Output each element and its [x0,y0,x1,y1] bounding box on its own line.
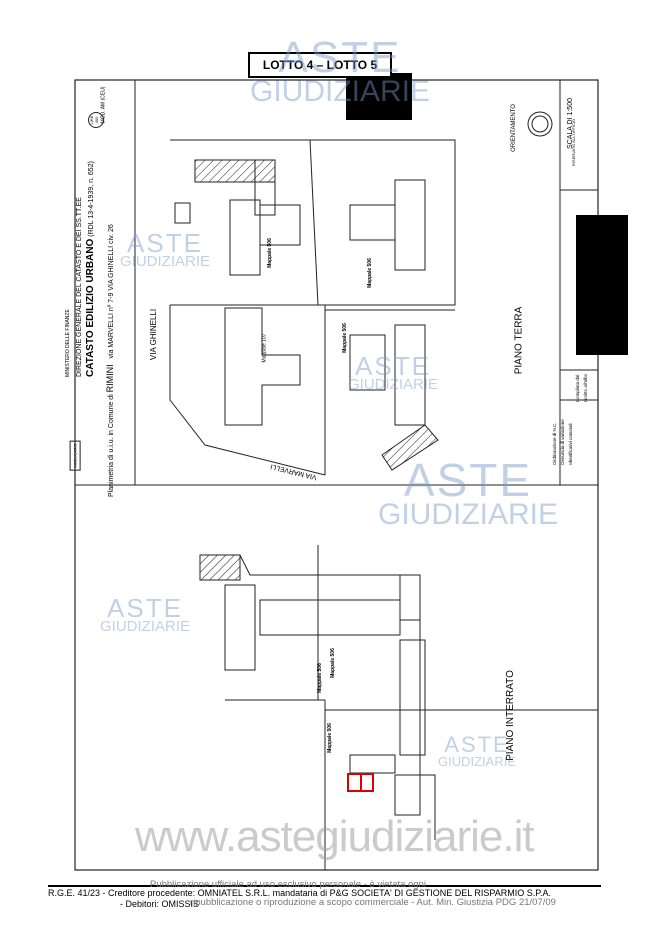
direction-label: DIREZIONE GENERALE DEL CATASTO E DEI SS.… [76,197,83,377]
via2-value: VIA GHINELLI [108,245,115,291]
reserved-label: RISERVATO ALL'UFFICIO [571,118,577,167]
street-edge [169,305,326,476]
basement-block [399,574,421,621]
mappale-label: Mappale 506 [326,723,333,753]
basement-block [349,754,396,774]
building-block [394,324,426,426]
planimetria-label: Planimetria di u.i.u. in Comune di [108,394,115,497]
mappale-107-label: Mappale 107 [261,333,268,363]
compiler-block: Compilata dal Iscritto all'albo [574,374,590,402]
law-ref: (RDL 13-4-1939, n. 652) [88,161,95,237]
declaration-label: Dichiarazione di N.C. [551,422,557,465]
orientation-label: ORIENTAMENTO [510,104,517,152]
orientation-compass-inner [531,115,549,133]
redaction-box [346,73,412,120]
price-stamp: LIRE 400 [88,112,104,128]
lotto-label-box: LOTTO 4 – LOTTO 5 [248,52,392,78]
orientation-compass [527,111,553,137]
mappale-label: Mappale 506 [316,663,323,693]
basement-block [399,639,426,756]
watermark-site-url: www.astegiudiziarie.it [135,812,535,861]
highlighted-unit [360,773,374,792]
comune-value: RIMINI [105,364,115,393]
redaction-box [576,215,628,355]
mappale-label: Mappale 506 [366,258,373,288]
ramp [194,159,276,183]
building-block [394,179,426,271]
building-block [259,204,301,246]
basement-block [394,774,421,816]
street-label-ghinelli: VIA GHINELLI [149,308,159,361]
modulario-label: MODULARIO [69,440,81,471]
mappale-label: Mappale 506 [341,323,348,353]
variation-label: Denuncia di variazione [559,419,565,465]
footer-case-line: R.G.E. 41/23 - Creditore procedente: OMN… [48,888,552,898]
ministry-label: MINISTERO DELLE FINANZE [65,309,71,377]
lot-line [309,139,319,306]
floor-label-ground: PIANO TERRA [513,306,525,375]
civ-value: civ. 26 [108,224,115,244]
registered-label: Iscritto all'albo [583,373,589,403]
small-building [174,202,191,224]
document-frame [74,79,599,871]
form-header: MINISTERO DELLE FINANZE DIREZIONE GENERA… [63,97,117,497]
mappale-label: Mappale 506 [266,238,273,268]
basement-block [259,599,401,636]
form-title: CATASTO EDILIZIO URBANO [85,238,96,377]
publication-notice-2: ripubblicazione o riproduzione a scopo c… [190,897,556,908]
compiled-by-label: Compilata dal [575,374,581,403]
declaration-block: Dichiarazione di N.C. Denuncia di variaz… [551,419,575,465]
lot-boundary [170,139,456,306]
building-block [349,204,396,241]
publication-notice-1: Pubblicazione ufficiale ad uso esclusivo… [150,879,427,890]
ramp [381,424,439,471]
mappale-label: Mappale 506 [329,648,336,678]
footer-debtor-line: - Debitori: OMISSIS [120,899,200,909]
basement-block [224,584,256,671]
footer-rule [48,885,601,887]
building-block [349,334,386,391]
identifiers-label: Identificativi catastali [567,423,573,465]
building-107 [224,307,301,426]
via-value: via MARVELLI nº 7-9 [108,292,115,359]
ramp [199,554,241,581]
